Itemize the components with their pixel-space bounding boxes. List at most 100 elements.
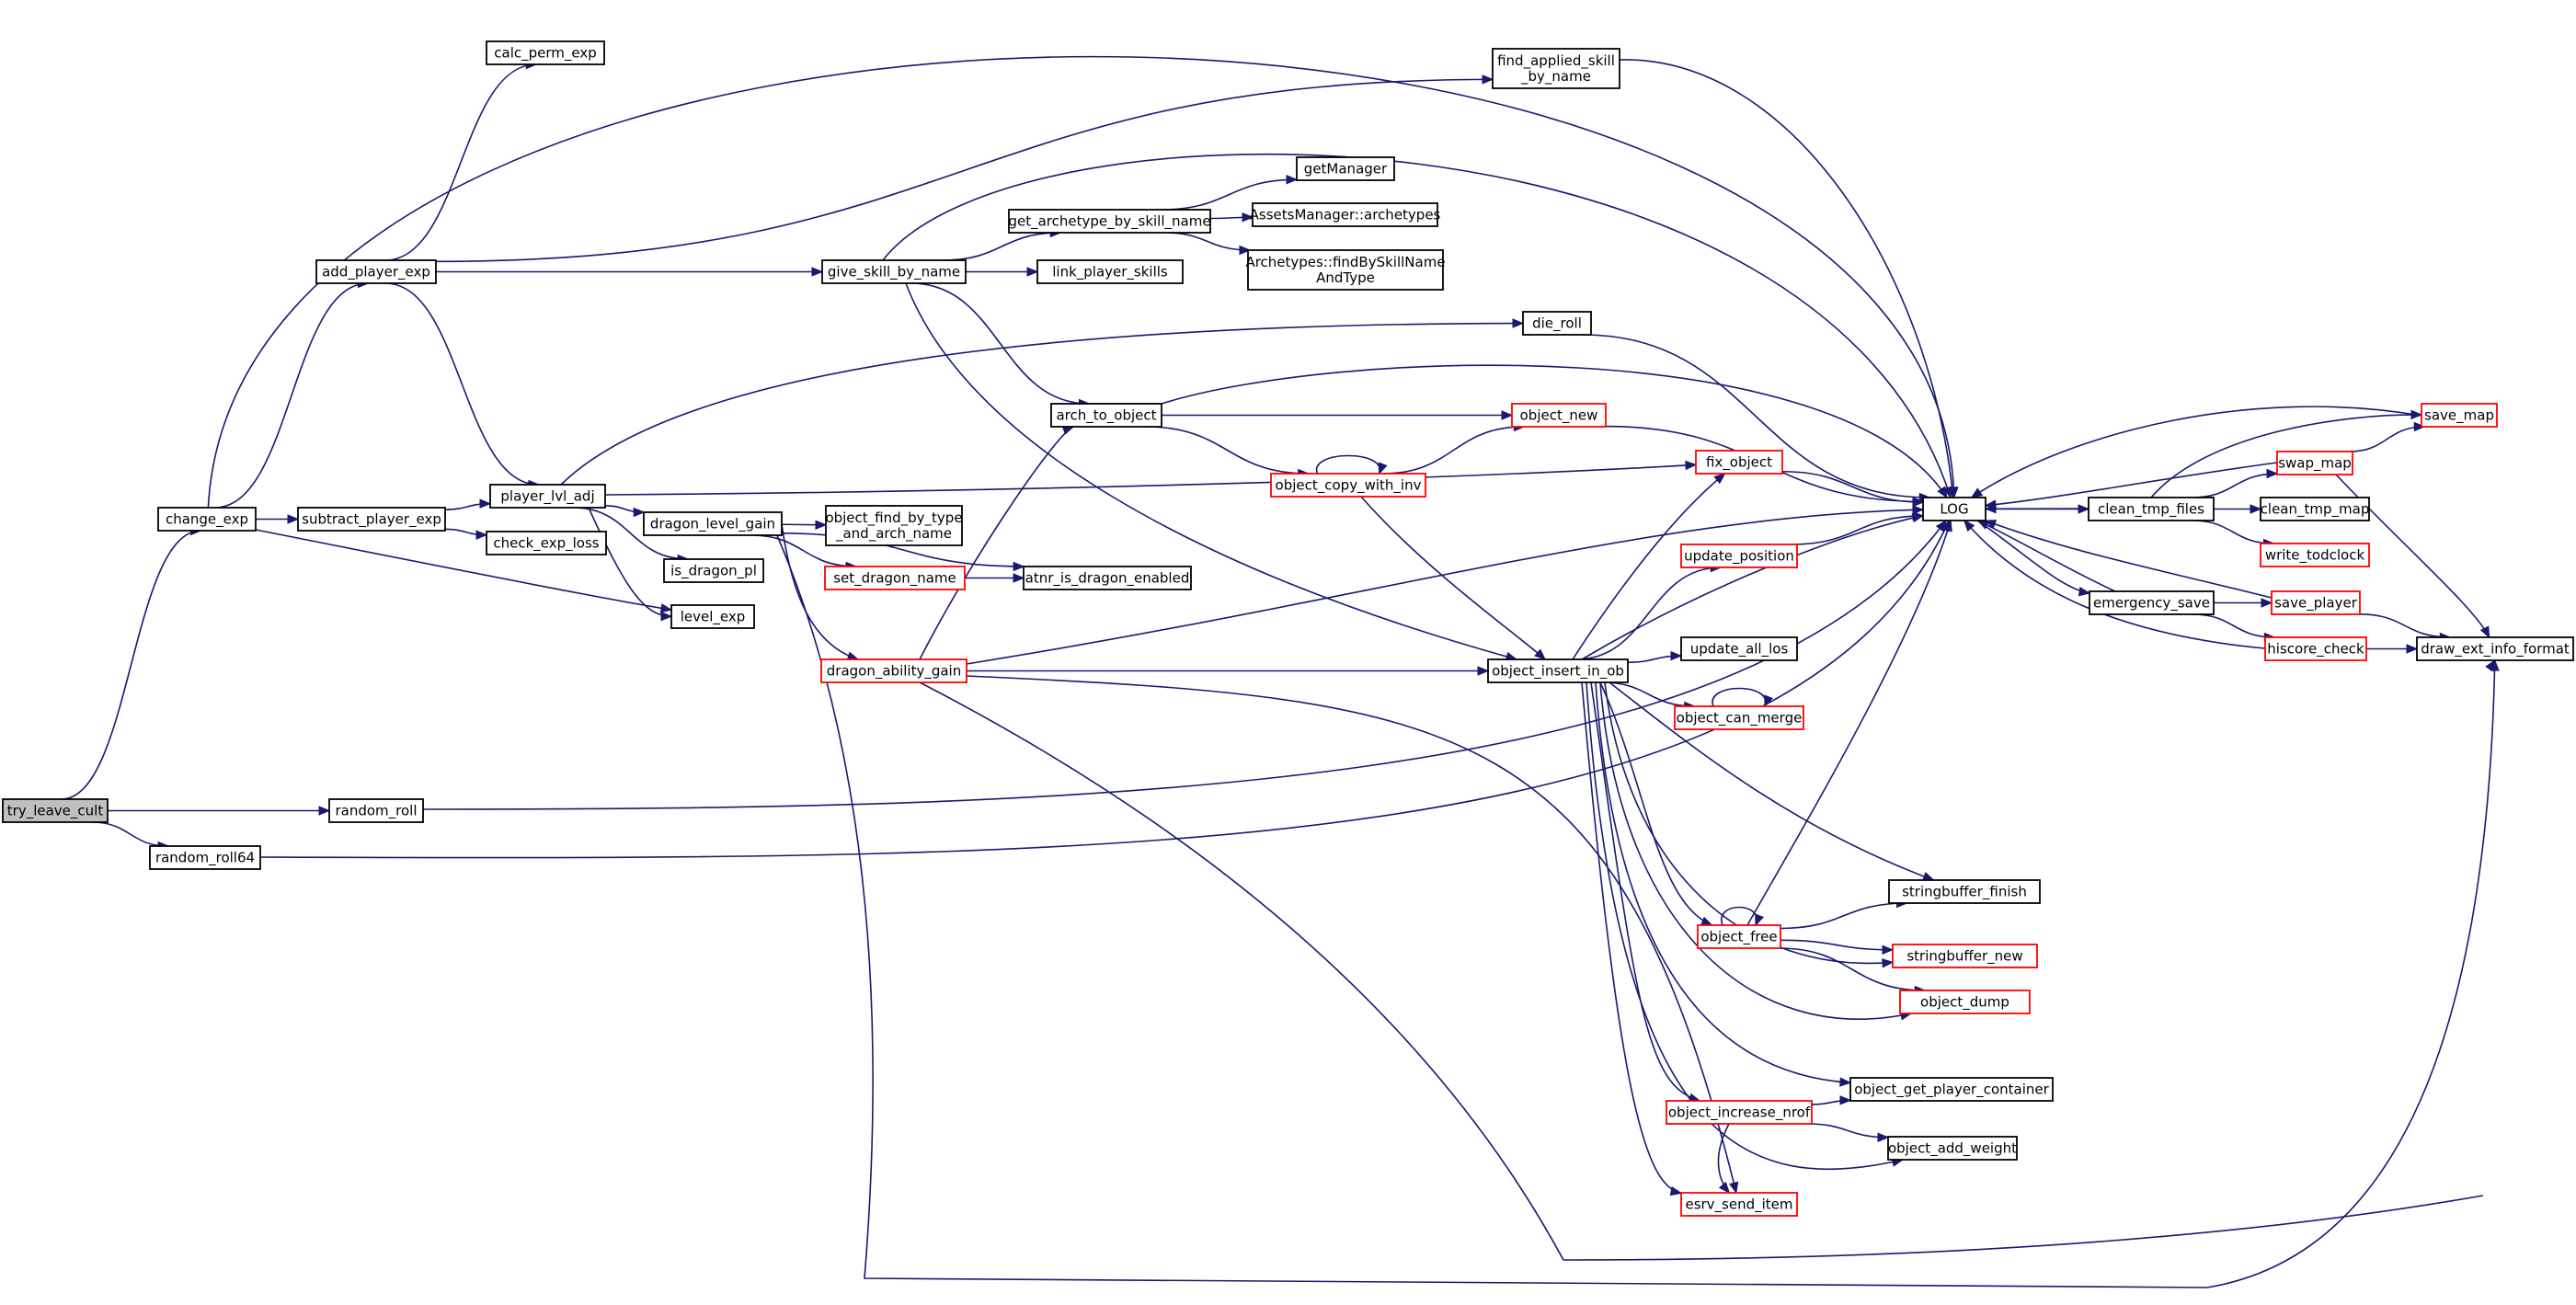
node-clean_tmp_map[interactable]: clean_tmp_map	[2260, 497, 2370, 521]
node-box-stringbuffer_new[interactable]	[1892, 944, 2038, 968]
node-draw_ext_info_format[interactable]: draw_ext_info_format	[2416, 636, 2574, 661]
node-stringbuffer_new[interactable]: stringbuffer_new	[1892, 944, 2038, 968]
node-clean_tmp_files[interactable]: clean_tmp_files	[2088, 497, 2215, 521]
node-dragon_level_gain[interactable]: dragon_level_gain	[643, 511, 783, 536]
node-swap_map[interactable]: swap_map	[2276, 451, 2353, 475]
node-box-esrv_send_item[interactable]	[1680, 1192, 1798, 1217]
node-AssetsManager_archetypes[interactable]: AssetsManager::archetypes	[1250, 202, 1441, 227]
node-box-dragon_ability_gain[interactable]	[820, 658, 967, 683]
node-getManager[interactable]: getManager	[1296, 156, 1395, 181]
node-box-arch_to_object[interactable]	[1050, 403, 1162, 428]
node-box-object_can_merge[interactable]	[1674, 705, 1804, 730]
node-box-check_exp_loss[interactable]	[486, 531, 607, 555]
node-object_get_player_container[interactable]: object_get_player_container	[1849, 1077, 2054, 1102]
node-box-object_insert_in_ob[interactable]	[1487, 658, 1629, 683]
node-object_can_merge[interactable]: object_can_merge	[1674, 705, 1804, 730]
node-get_archetype_by_skill_name[interactable]: get_archetype_by_skill_name	[1008, 209, 1211, 234]
node-update_position[interactable]: update_position	[1680, 544, 1798, 568]
node-box-emergency_save[interactable]	[2089, 590, 2215, 615]
node-box-try_leave_cult[interactable]	[2, 798, 109, 823]
node-box-subtract_player_exp[interactable]	[297, 507, 446, 532]
node-give_skill_by_name[interactable]: give_skill_by_name	[821, 259, 967, 284]
node-box-add_player_exp[interactable]	[315, 259, 437, 284]
node-random_roll64[interactable]: random_roll64	[149, 845, 261, 870]
node-object_free[interactable]: object_free	[1697, 924, 1781, 949]
node-box-update_position[interactable]	[1680, 544, 1798, 568]
node-link_player_skills[interactable]: link_player_skills	[1036, 259, 1184, 284]
node-object_new[interactable]: object_new	[1511, 403, 1607, 428]
node-box-is_dragon_pl[interactable]	[663, 558, 764, 583]
node-try_leave_cult[interactable]: try_leave_cult	[2, 798, 109, 823]
node-box-random_roll64[interactable]	[149, 845, 261, 870]
node-box-link_player_skills[interactable]	[1036, 259, 1184, 284]
node-box-dragon_level_gain[interactable]	[643, 511, 783, 536]
node-box-object_copy_with_inv[interactable]	[1270, 473, 1426, 498]
node-box-save_map[interactable]	[2421, 403, 2498, 428]
node-find_applied_skill_by_name[interactable]: find_applied_skill_by_name	[1492, 48, 1620, 89]
node-object_insert_in_ob[interactable]: object_insert_in_ob	[1487, 658, 1629, 683]
node-stringbuffer_finish[interactable]: stringbuffer_finish	[1888, 879, 2041, 904]
node-box-die_roll[interactable]	[1522, 311, 1592, 336]
node-object_dump[interactable]: object_dump	[1899, 990, 2031, 1014]
node-level_exp[interactable]: level_exp	[670, 604, 755, 629]
node-esrv_send_item[interactable]: esrv_send_item	[1680, 1192, 1798, 1217]
node-change_exp[interactable]: change_exp	[157, 507, 257, 532]
node-box-level_exp[interactable]	[670, 604, 755, 629]
node-box-object_free[interactable]	[1697, 924, 1781, 949]
node-emergency_save[interactable]: emergency_save	[2089, 590, 2215, 615]
node-random_roll[interactable]: random_roll	[328, 798, 424, 823]
node-hiscore_check[interactable]: hiscore_check	[2264, 636, 2367, 661]
node-check_exp_loss[interactable]: check_exp_loss	[486, 531, 607, 555]
node-box-object_get_player_container[interactable]	[1849, 1077, 2054, 1102]
node-LOG[interactable]: LOG	[1922, 497, 1986, 521]
node-box-Archetypes_findBySkillNameAndType[interactable]	[1247, 249, 1444, 291]
node-atnr_is_dragon_enabled[interactable]: atnr_is_dragon_enabled	[1023, 566, 1192, 590]
node-box-clean_tmp_map[interactable]	[2260, 497, 2370, 521]
node-set_dragon_name[interactable]: set_dragon_name	[824, 566, 966, 590]
node-object_increase_nrof[interactable]: object_increase_nrof	[1666, 1100, 1813, 1125]
node-object_find_by_type_and_arch_name[interactable]: object_find_by_type_and_arch_name	[825, 505, 963, 546]
node-box-player_lvl_adj[interactable]	[489, 484, 606, 509]
node-box-save_player[interactable]	[2271, 590, 2361, 615]
node-save_player[interactable]: save_player	[2271, 590, 2361, 615]
node-box-object_new[interactable]	[1511, 403, 1607, 428]
node-calc_perm_exp[interactable]: calc_perm_exp	[486, 40, 605, 65]
node-update_all_los[interactable]: update_all_los	[1680, 636, 1798, 661]
node-box-update_all_los[interactable]	[1680, 636, 1798, 661]
node-box-AssetsManager_archetypes[interactable]	[1252, 202, 1438, 227]
node-box-fix_object[interactable]	[1695, 450, 1783, 475]
node-box-getManager[interactable]	[1296, 156, 1395, 181]
node-is_dragon_pl[interactable]: is_dragon_pl	[663, 558, 764, 583]
node-object_add_weight[interactable]: object_add_weight	[1887, 1136, 2018, 1161]
node-box-get_archetype_by_skill_name[interactable]	[1008, 209, 1211, 234]
node-box-set_dragon_name[interactable]	[824, 566, 966, 590]
node-fix_object[interactable]: fix_object	[1695, 450, 1783, 475]
node-player_lvl_adj[interactable]: player_lvl_adj	[489, 484, 606, 509]
node-box-object_find_by_type_and_arch_name[interactable]	[825, 505, 963, 546]
node-box-LOG[interactable]	[1922, 497, 1986, 521]
node-arch_to_object[interactable]: arch_to_object	[1050, 403, 1162, 428]
node-add_player_exp[interactable]: add_player_exp	[315, 259, 437, 284]
node-box-find_applied_skill_by_name[interactable]	[1492, 48, 1620, 89]
node-box-object_increase_nrof[interactable]	[1666, 1100, 1813, 1125]
node-box-give_skill_by_name[interactable]	[821, 259, 967, 284]
node-box-object_add_weight[interactable]	[1887, 1136, 2018, 1161]
node-box-change_exp[interactable]	[157, 507, 257, 532]
node-box-clean_tmp_files[interactable]	[2088, 497, 2215, 521]
node-dragon_ability_gain[interactable]: dragon_ability_gain	[820, 658, 967, 683]
node-object_copy_with_inv[interactable]: object_copy_with_inv	[1270, 473, 1426, 498]
node-box-calc_perm_exp[interactable]	[486, 40, 605, 65]
node-box-write_todclock[interactable]	[2260, 543, 2370, 567]
node-box-draw_ext_info_format[interactable]	[2416, 636, 2574, 661]
node-write_todclock[interactable]: write_todclock	[2260, 543, 2370, 567]
node-box-atnr_is_dragon_enabled[interactable]	[1023, 566, 1192, 590]
node-box-hiscore_check[interactable]	[2264, 636, 2367, 661]
node-subtract_player_exp[interactable]: subtract_player_exp	[297, 507, 446, 532]
node-box-object_dump[interactable]	[1899, 990, 2031, 1014]
node-box-stringbuffer_finish[interactable]	[1888, 879, 2041, 904]
node-die_roll[interactable]: die_roll	[1522, 311, 1592, 336]
node-box-random_roll[interactable]	[328, 798, 424, 823]
node-save_map[interactable]: save_map	[2421, 403, 2498, 428]
node-box-swap_map[interactable]	[2276, 451, 2353, 475]
